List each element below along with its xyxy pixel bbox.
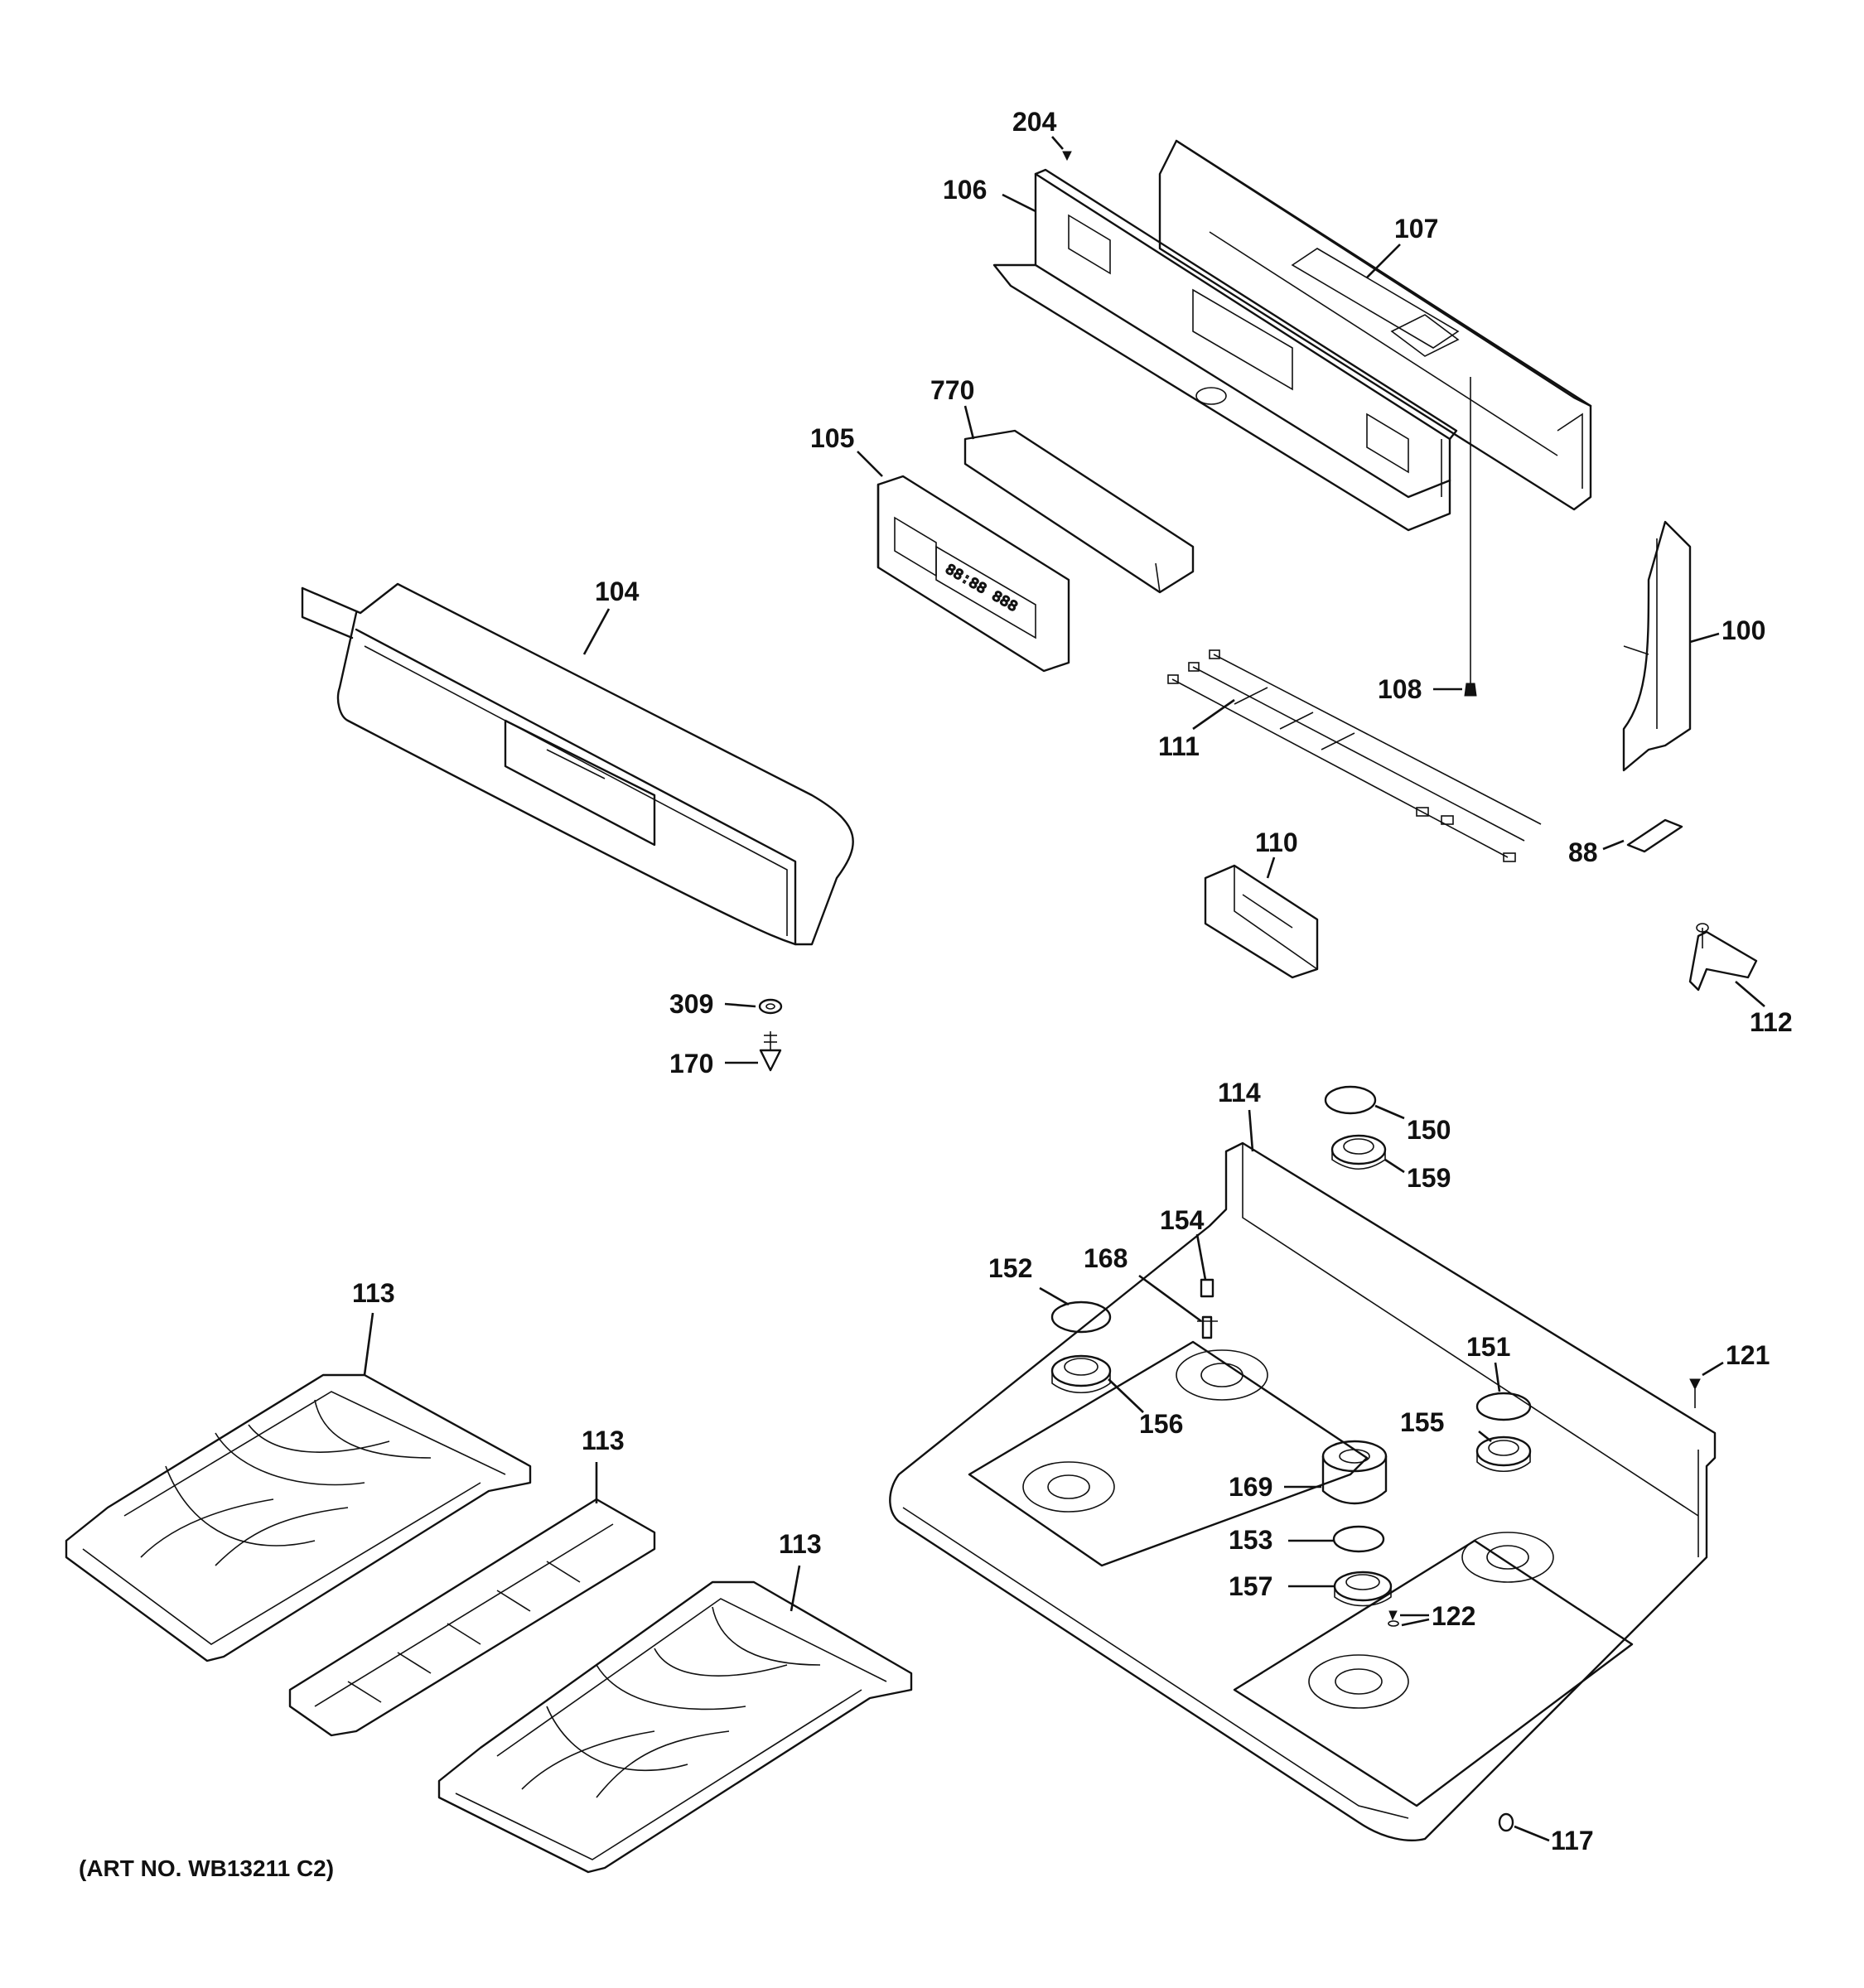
callout-113-left: 113 — [352, 1278, 395, 1308]
callout-169: 169 — [1229, 1472, 1272, 1502]
part-151-cap — [1475, 1392, 1532, 1421]
part-108-screw — [1464, 377, 1477, 697]
callout-154: 154 — [1160, 1205, 1205, 1235]
callout-150: 150 — [1407, 1115, 1451, 1145]
callout-309: 309 — [669, 989, 713, 1019]
part-157-head — [1333, 1571, 1393, 1607]
part-111-harness — [1167, 649, 1542, 862]
callout-121: 121 — [1726, 1340, 1770, 1370]
callout-112: 112 — [1750, 1007, 1793, 1037]
part-122-screws — [1388, 1610, 1399, 1627]
part-169-cap — [1321, 1440, 1388, 1505]
part-170-screw — [759, 1031, 782, 1072]
part-204-screw — [1062, 151, 1072, 162]
art-number: (ART NO. WB13211 C2) — [79, 1855, 334, 1881]
part-112-valve — [1688, 923, 1758, 992]
part-107-cover — [1158, 139, 1592, 511]
part-105-control: 88:88 888 — [876, 475, 1070, 673]
part-770-shield — [963, 429, 1195, 594]
part-117-nut — [1498, 1812, 1514, 1832]
callout-107: 107 — [1394, 214, 1438, 244]
callout-168: 168 — [1084, 1243, 1128, 1273]
part-113-grate-left — [65, 1373, 532, 1662]
callout-122: 122 — [1432, 1601, 1475, 1631]
callout-156: 156 — [1139, 1409, 1183, 1439]
part-159-head — [1330, 1134, 1387, 1170]
callout-105: 105 — [810, 423, 854, 453]
part-113-grate-center — [288, 1498, 656, 1737]
callout-159: 159 — [1407, 1163, 1451, 1193]
callout-106: 106 — [943, 175, 987, 205]
part-106-bracket — [992, 168, 1458, 532]
part-153-cap — [1332, 1525, 1385, 1553]
part-114-cooktop — [889, 1141, 1717, 1841]
part-150-cap — [1324, 1085, 1377, 1115]
callout-110: 110 — [1255, 828, 1298, 857]
callout-170: 170 — [669, 1049, 713, 1078]
callout-155: 155 — [1400, 1407, 1444, 1437]
part-113-grate-right — [437, 1580, 913, 1874]
callout-152: 152 — [988, 1253, 1032, 1283]
callout-204: 204 — [1012, 107, 1057, 137]
callout-labels: 204 106 107 770 105 104 100 108 111 110 … — [352, 107, 1793, 1855]
callout-113-right: 113 — [779, 1529, 822, 1559]
callout-151: 151 — [1466, 1332, 1510, 1362]
callout-104: 104 — [595, 577, 640, 606]
callout-100: 100 — [1722, 615, 1765, 645]
part-100-side-trim — [1622, 520, 1692, 772]
callout-157: 157 — [1229, 1571, 1272, 1601]
callout-770: 770 — [930, 375, 974, 405]
callout-153: 153 — [1229, 1525, 1272, 1555]
callout-113-center: 113 — [582, 1426, 625, 1455]
part-104-backsplash — [301, 582, 854, 946]
part-309-washer — [758, 998, 783, 1015]
part-88-clip — [1626, 818, 1683, 853]
callout-114: 114 — [1218, 1078, 1261, 1107]
part-155-head — [1475, 1436, 1532, 1472]
part-110-module — [1204, 864, 1319, 979]
part-152-cap — [1050, 1300, 1112, 1334]
callout-117: 117 — [1551, 1826, 1594, 1855]
part-154-orifice — [1200, 1278, 1214, 1298]
callout-88: 88 — [1568, 837, 1598, 867]
leader-lines — [363, 136, 1765, 1842]
callout-108: 108 — [1378, 674, 1422, 704]
part-156-head — [1050, 1354, 1112, 1393]
callout-111: 111 — [1158, 731, 1200, 761]
part-121-screw — [1689, 1378, 1701, 1408]
